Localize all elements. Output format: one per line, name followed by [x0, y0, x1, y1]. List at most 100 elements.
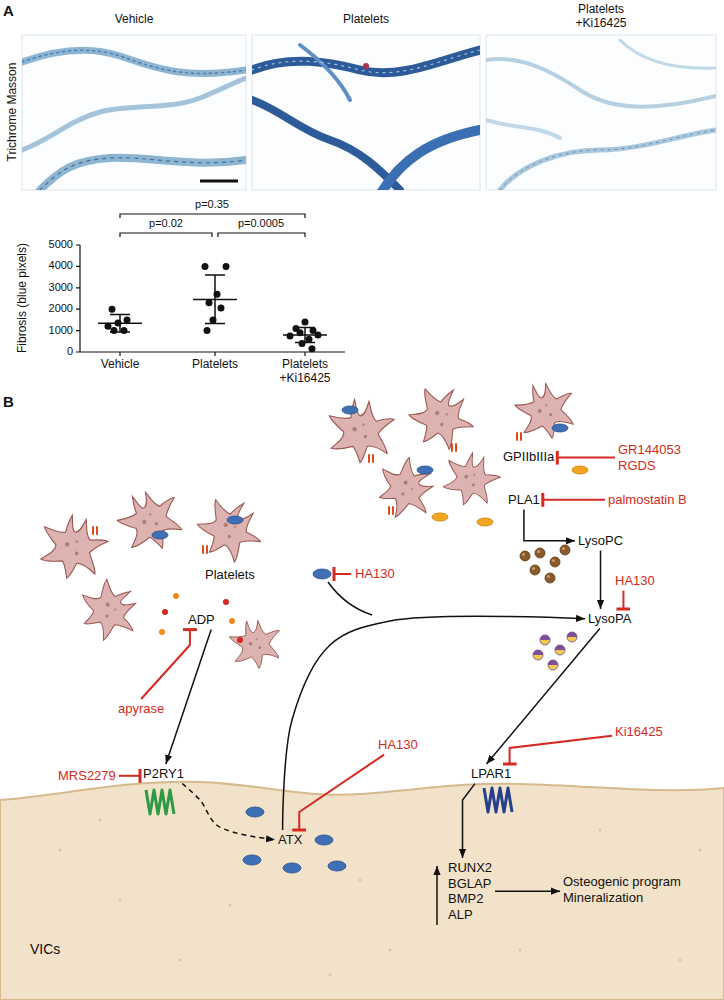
platelet: [71, 572, 148, 650]
p2ry1-receptor: [146, 790, 174, 814]
category-label: Vehicle: [101, 357, 140, 371]
autotaxin-ellipse: [243, 855, 261, 865]
inhibition-connector: [510, 736, 612, 764]
platelet: [111, 481, 192, 561]
scatter-chart: [80, 351, 345, 352]
inhibitor-label: HA130: [612, 571, 658, 591]
lysopc-cluster: [530, 565, 540, 575]
scatter-chart: [120, 352, 305, 356]
platelet: [227, 616, 285, 673]
data-point: [115, 320, 122, 327]
activation-arrow: [486, 629, 599, 764]
autotaxin-ellipse: [313, 569, 331, 579]
platelet: [37, 511, 112, 584]
tick-label-holder: 5000: [49, 238, 73, 251]
category-label: Platelets +Ki16425: [279, 357, 330, 386]
histology-image: [22, 35, 246, 190]
inhibitor-label: apyrase: [115, 699, 167, 719]
inhibition-connector: [299, 755, 384, 830]
membrane-speck: [329, 974, 332, 977]
adp-dot: [159, 629, 165, 635]
lysopa-cluster: [533, 650, 543, 660]
lysopc-cluster: [560, 545, 570, 555]
outcome-label-text: Osteogenic program Mineralization: [563, 874, 703, 905]
platelet: [400, 376, 484, 460]
tick-label: 1000: [49, 324, 73, 337]
tissue-texture: [486, 59, 716, 107]
receptor-label: GPIIbIIIa: [500, 447, 557, 467]
image-heading: Platelets: [343, 12, 389, 26]
lysopc-cluster: [550, 557, 560, 567]
data-point: [293, 325, 300, 332]
platelet: [329, 400, 394, 463]
inhibitor-label-text: Ki16425: [615, 724, 663, 740]
cell-label: Platelets: [205, 567, 255, 583]
integrin-receptor: [93, 433, 521, 553]
agonist-label-text: ADP: [188, 612, 215, 628]
scale-bar: [200, 180, 238, 183]
integrin-receptor: [389, 507, 393, 514]
data-point: [109, 306, 116, 313]
phospholipase-ellipse: [432, 466, 588, 526]
scatter-chart: [79, 245, 80, 352]
upregulation-arrow: [436, 866, 438, 925]
data-point: [202, 263, 209, 270]
category-label-holder: Platelets: [192, 357, 238, 371]
adp-dot: [237, 637, 243, 643]
inhibitor-label: palmostatin B: [605, 490, 690, 510]
p-value: p=0.35: [195, 198, 229, 211]
tissue-texture: [300, 45, 350, 100]
tissue-texture: [252, 50, 480, 73]
merge-line: [328, 582, 372, 615]
inhibitor-label-text: MRS2279: [58, 768, 116, 784]
p-value: p=0.02: [149, 217, 183, 230]
inhibition-connector: [543, 499, 605, 501]
autotaxin-ellipse: [152, 406, 568, 579]
activation-arrow: [524, 510, 575, 541]
outcome-label: Osteogenic program Mineralization: [560, 872, 706, 907]
enzyme-label-text: ATX: [278, 832, 302, 848]
stain-label-holder: Trichrome Masson: [5, 63, 19, 162]
adp-dot: [229, 618, 235, 624]
receptor-label-text: P2RY1: [143, 766, 184, 782]
tissue-texture: [22, 50, 246, 73]
data-point: [105, 263, 322, 352]
autotaxin-ellipse: [243, 807, 346, 873]
lysopa-cluster: [540, 635, 550, 645]
lysopc-cluster: [520, 545, 570, 583]
gene-list: RUNX2 BGLAP BMP2 ALP: [445, 858, 495, 924]
data-point: [310, 327, 317, 334]
platelet: [187, 488, 272, 573]
inhibitor-label-text: HA130: [378, 737, 418, 753]
histology-image: [252, 35, 480, 190]
tick-label-holder: 1000: [49, 324, 73, 337]
membrane-speck: [59, 849, 62, 852]
membrane-speck: [179, 959, 182, 962]
axis-title-holder: Fibrosis (blue pixels): [15, 243, 29, 353]
phospholipase-ellipse: [432, 513, 448, 521]
membrane-speck: [59, 819, 702, 977]
gene-list-text: RUNX2 BGLAP BMP2 ALP: [448, 860, 492, 922]
inhibitor-label-holder: HA130: [355, 566, 395, 582]
data-point: [204, 327, 211, 334]
lysopc-cluster: [545, 573, 555, 583]
membrane-speck: [229, 904, 232, 907]
histology-image: [486, 35, 716, 190]
tissue-texture: [252, 45, 480, 190]
adp-dot: [162, 609, 168, 615]
integrin-receptor: [517, 433, 521, 440]
image-heading-holder: Platelets +Ki16425: [575, 2, 626, 31]
autotaxin-ellipse: [342, 406, 358, 414]
tissue-texture: [620, 40, 716, 68]
image-heading-holder: Vehicle: [115, 12, 154, 26]
panel-letter-holder: A: [3, 2, 14, 20]
lysopa-cluster: [567, 632, 577, 642]
panel-letter-holder: B: [3, 393, 14, 411]
data-point: [297, 329, 304, 336]
membrane-speck: [599, 829, 602, 832]
cell-membrane-band: [0, 782, 724, 1000]
category-label: Platelets: [192, 357, 238, 371]
data-point: [315, 331, 322, 338]
image-heading: Platelets +Ki16425: [575, 2, 626, 31]
tick-label-holder: 0: [67, 345, 73, 358]
